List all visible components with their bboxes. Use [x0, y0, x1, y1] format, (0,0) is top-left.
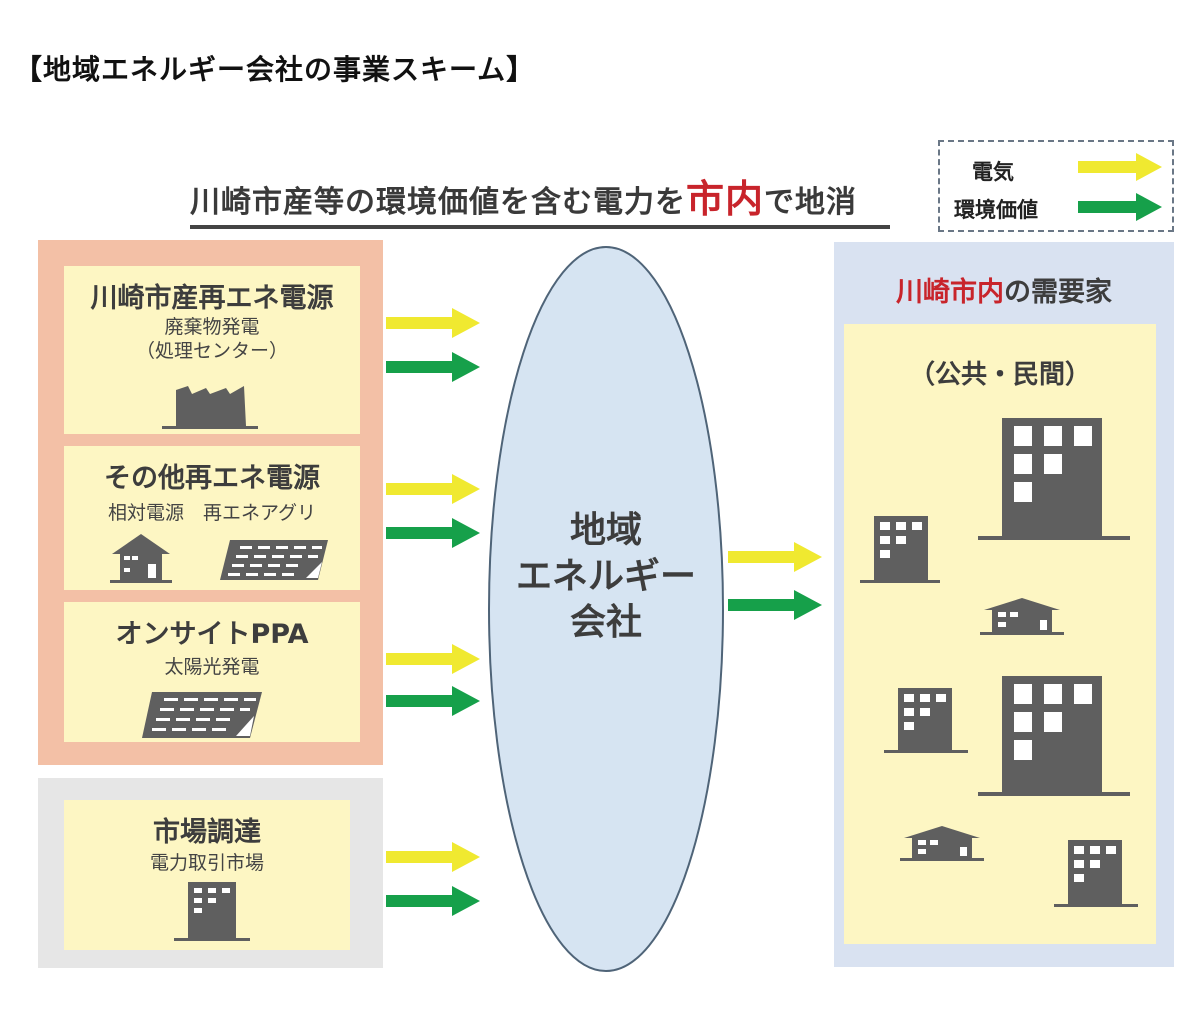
building-icon — [860, 516, 940, 583]
hub-label-line: 会社 — [569, 602, 642, 643]
source-title: オンサイトPPA — [115, 619, 309, 650]
building-icon — [174, 882, 250, 941]
electricity-arrow-2 — [386, 474, 480, 504]
building-icon — [1054, 840, 1138, 907]
legend-electricity-arrow-icon — [1078, 153, 1162, 181]
consumers-title: 川崎市内の需要家 — [834, 270, 1174, 309]
subtitle-text-after: で地消 — [764, 185, 858, 220]
consumers-inner-box: （公共・民間） — [844, 324, 1156, 944]
source-card-onsite-ppa: オンサイトPPA 太陽光発電 — [64, 602, 360, 742]
environmental-value-arrow-2 — [386, 518, 480, 548]
source-subtitle: 廃棄物発電 — [164, 316, 260, 338]
renewable-sources-group: 川崎市産再エネ電源 廃棄物発電 （処理センター） その他再エネ電源 相対電源 再… — [38, 240, 383, 765]
market-procurement-group: 市場調達 電力取引市場 — [38, 778, 383, 968]
hub-label-line: 地域 — [569, 510, 642, 551]
hub-label: 地域 エネルギー 会社 — [486, 508, 726, 646]
legend-environmental-value-arrow-icon — [1078, 193, 1162, 221]
source-subtitle: （処理センター） — [135, 340, 288, 362]
source-title: 市場調達 — [153, 817, 261, 848]
large-building-icon — [978, 676, 1130, 796]
source-title: その他再エネ電源 — [104, 463, 320, 494]
legend-label-environmental-value: 環境価値 — [954, 198, 1038, 222]
legend: 電気 環境価値 — [938, 140, 1174, 232]
scheme-subtitle: 川崎市産等の環境価値を含む電力を市内で地消 — [190, 168, 890, 229]
environmental-value-arrow-3 — [386, 686, 480, 716]
source-title: 川崎市産再エネ電源 — [90, 283, 334, 314]
electricity-arrow-4 — [386, 842, 480, 872]
house-icon — [900, 826, 984, 861]
consumers-title-rest: の需要家 — [1004, 277, 1112, 308]
source-subtitle: 電力取引市場 — [149, 852, 264, 874]
building-icon — [884, 688, 968, 753]
hub-label-line: エネルギー — [515, 556, 696, 597]
page-title: 【地域エネルギー会社の事業スキーム】 — [14, 53, 536, 86]
solar-panel-icon — [142, 692, 262, 738]
electricity-arrow-3 — [386, 644, 480, 674]
subtitle-highlight: 市内 — [686, 177, 765, 221]
consumers-title-highlight: 川崎市内 — [896, 277, 1004, 308]
hub-ellipse — [488, 246, 724, 972]
electricity-arrow-out — [728, 542, 822, 572]
environmental-value-arrow-1 — [386, 352, 480, 382]
house-icon — [980, 598, 1064, 635]
consumers-category: （公共・民間） — [908, 360, 1091, 390]
legend-label-electricity: 電気 — [972, 160, 1014, 184]
large-building-icon — [978, 418, 1130, 540]
solar-panel-icon — [220, 540, 328, 580]
environmental-value-arrow-4 — [386, 886, 480, 916]
environmental-value-arrow-out — [728, 590, 822, 620]
consumers-panel: 川崎市内の需要家 （公共・民間） — [834, 242, 1174, 967]
house-icon — [110, 534, 172, 583]
subtitle-text-before: 川崎市産等の環境価値を含む電力を — [190, 185, 686, 220]
source-subtitle: 太陽光発電 — [164, 656, 260, 678]
source-card-kawasaki-renewable: 川崎市産再エネ電源 廃棄物発電 （処理センター） — [64, 266, 360, 434]
factory-icon — [162, 386, 258, 429]
source-subtitle: 相対電源 再エネアグリ — [107, 502, 317, 524]
source-card-other-renewable: その他再エネ電源 相対電源 再エネアグリ — [64, 446, 360, 590]
source-card-market: 市場調達 電力取引市場 — [64, 800, 350, 950]
electricity-arrow-1 — [386, 308, 480, 338]
